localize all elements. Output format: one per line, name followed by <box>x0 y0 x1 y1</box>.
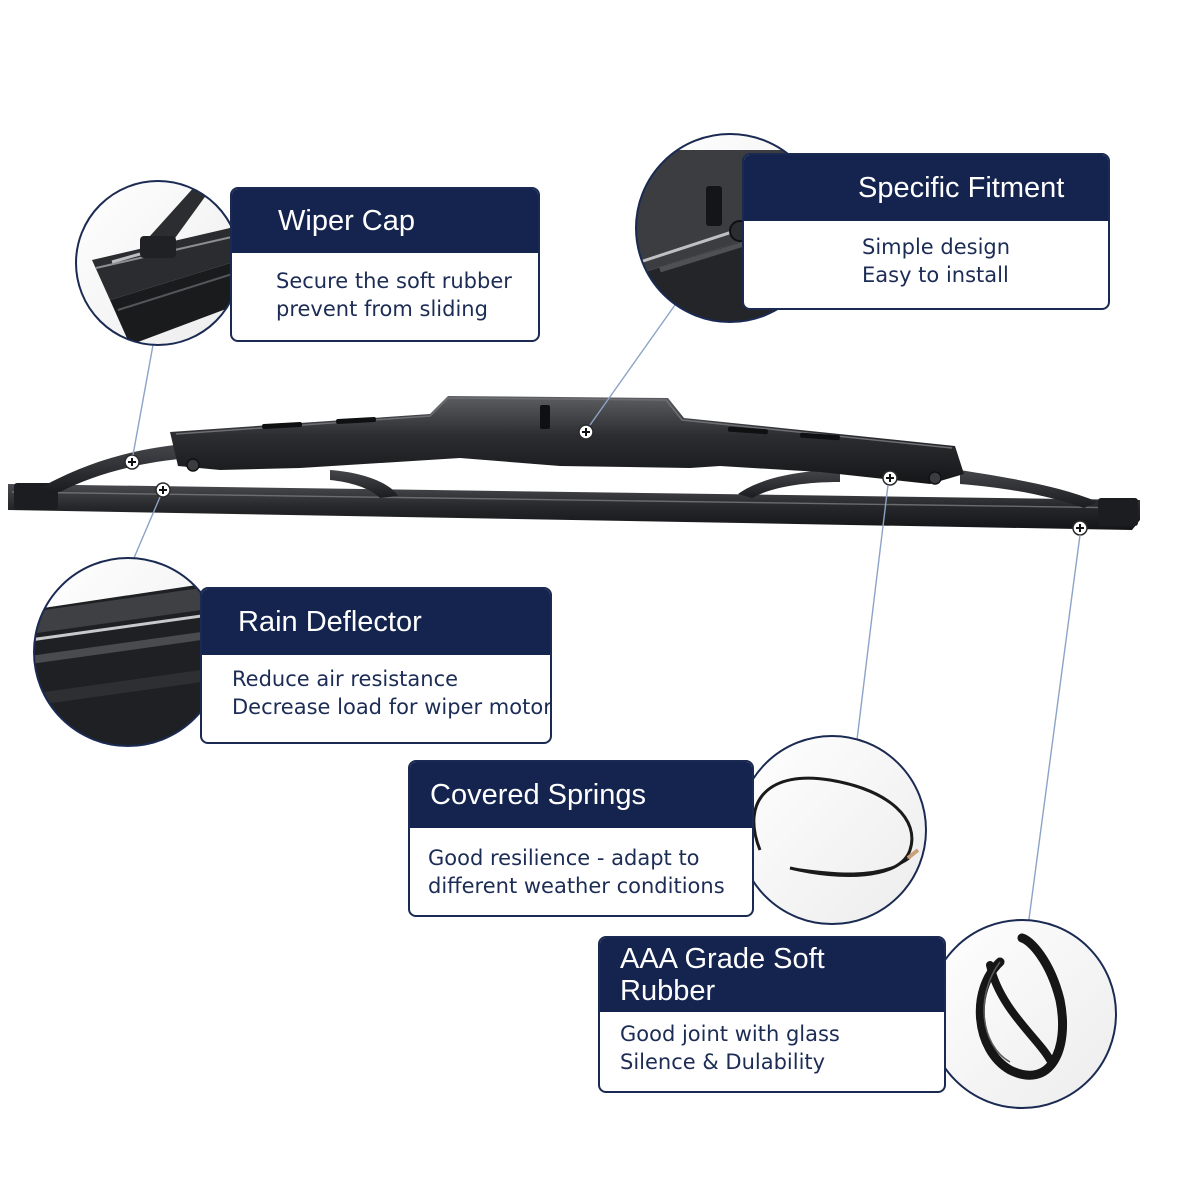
callout-title: Specific Fitment <box>744 155 1108 221</box>
callout-title: AAA Grade Soft Rubber <box>600 938 944 1012</box>
wiper-cap-line-2: prevent from sliding <box>276 297 488 321</box>
wiper-cap-line-1: Secure the soft rubber <box>276 269 512 293</box>
rain-deflector-line-2: Decrease load for wiper motor <box>232 695 552 719</box>
wiper-cap-zoom-image <box>75 180 241 346</box>
covered-springs-zoom-image <box>737 735 927 925</box>
covered-springs-line-1: Good resilience - adapt to <box>428 846 700 870</box>
callout-specific-fitment: Specific Fitment Simple design Easy to i… <box>742 153 1110 310</box>
callout-covered-springs: Covered Springs Good resilience - adapt … <box>408 760 754 917</box>
soft-rubber-zoom-image <box>927 919 1117 1109</box>
callout-soft-rubber: AAA Grade Soft Rubber Good joint with gl… <box>598 936 946 1093</box>
wiper-cap-title: Wiper Cap <box>278 204 415 237</box>
callout-title: Wiper Cap <box>232 189 538 253</box>
soft-rubber-line-1: Good joint with glass <box>620 1022 840 1046</box>
soft-rubber-line-2: Silence & Dulability <box>620 1050 826 1074</box>
covered-springs-title: Covered Springs <box>430 778 646 811</box>
rain-deflector-title: Rain Deflector <box>238 605 422 638</box>
callout-title: Rain Deflector <box>202 589 550 655</box>
specific-fitment-line-1: Simple design <box>862 235 1011 259</box>
rain-deflector-line-1: Reduce air resistance <box>232 667 459 691</box>
covered-springs-line-2: different weather conditions <box>428 874 725 898</box>
leader-lines <box>127 304 1081 935</box>
specific-fitment-line-2: Easy to install <box>862 263 1009 287</box>
callout-rain-deflector: Rain Deflector Reduce air resistance Dec… <box>200 587 552 744</box>
soft-rubber-title: AAA Grade Soft Rubber <box>620 942 825 1007</box>
callout-title: Covered Springs <box>410 762 752 828</box>
specific-fitment-title: Specific Fitment <box>858 171 1065 204</box>
wiper-blade-image <box>8 396 1140 536</box>
rain-deflector-zoom-image <box>33 557 223 747</box>
callout-wiper-cap: Wiper Cap Secure the soft rubber prevent… <box>230 187 540 342</box>
